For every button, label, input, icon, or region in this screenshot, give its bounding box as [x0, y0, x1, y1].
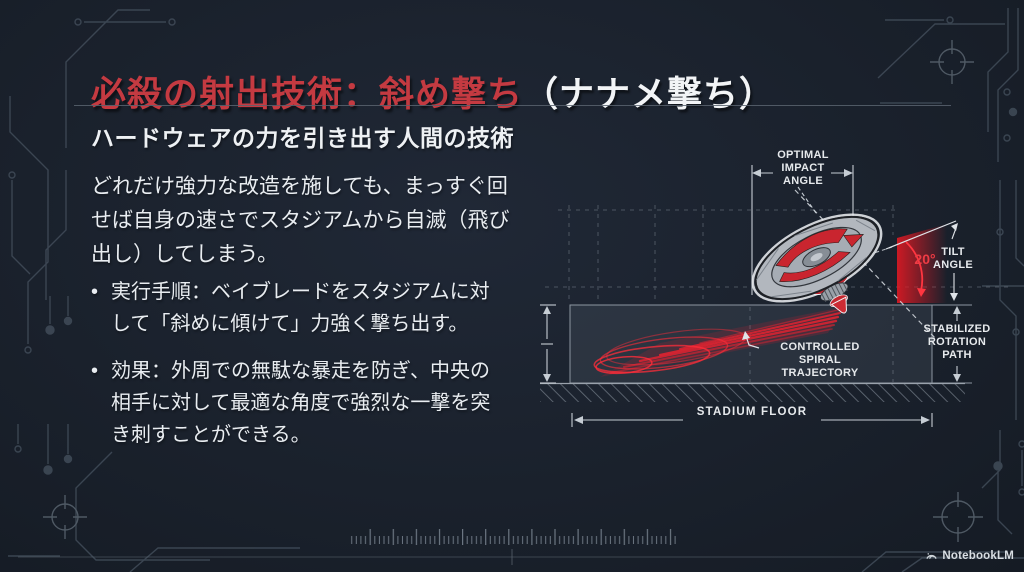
circuit-trace-top-left [8, 9, 176, 354]
dimension-box-height-left [540, 304, 556, 384]
label-stadium-floor: STADIUM FLOOR [696, 406, 808, 418]
label-tilt-value: 20° [914, 251, 936, 267]
crosshair-icon-bottom-left [43, 495, 87, 539]
bullet-item: • 実行手順：ベイブレードをスタジアムに対して「斜めに傾けて」力強く撃ち出す。 [91, 276, 531, 340]
label-optimal-impact-angle: OPTIMAL IMPACT ANGLE [777, 149, 829, 187]
diagram-artwork [540, 165, 1010, 427]
crosshair-icon-bottom-right [933, 492, 983, 542]
notebooklm-label: NotebookLM [942, 549, 1014, 562]
title-main: 必殺の射出技術：斜め撃ち [91, 75, 524, 115]
body-paragraph: どれだけ強力な改造を施しても、まっすぐ回せば自身の速さでスタジアムから自滅（飛び… [91, 175, 510, 266]
notebooklm-brand: NotebookLM [925, 549, 1014, 562]
bullet-list: • 実行手順：ベイブレードをスタジアムに対して「斜めに傾けて」力強く撃ち出す。 … [91, 276, 531, 466]
page-title: 必殺の射出技術：斜め撃ち（ナナメ撃ち） [91, 73, 991, 117]
label-tilt-angle: TILT ANGLE [933, 246, 973, 271]
tilt-wedge [897, 224, 947, 303]
beyblade-diagram: OPTIMAL IMPACT ANGLE TILT ANGLE 20° CONT… [540, 135, 1024, 470]
ground-hatch [540, 382, 965, 402]
dimension-stadium-floor [571, 413, 933, 427]
tilt-angle-callouts [885, 220, 958, 301]
crosshair-icon-top-right [930, 40, 974, 84]
spiral-callout-arrow [742, 331, 760, 349]
stadium-box [569, 304, 933, 384]
bullet-dot: • [91, 281, 99, 303]
dimension-impact-angle [751, 165, 854, 295]
label-controlled-spiral: CONTROLLED SPIRAL TRAJECTORY [780, 341, 860, 379]
beyblade-illustration [751, 213, 883, 314]
title-divider [74, 105, 951, 106]
spiral-trajectory [593, 307, 843, 377]
circuit-trace-top-right [877, 8, 1019, 162]
subtitle: ハードウェアの力を引き出す人間の技術 [91, 125, 514, 151]
bullet-text: 効果：外周での無駄な暴走を防ぎ、中央の相手に対して最適な角度で強烈な一撃を突き刺… [111, 360, 491, 446]
title-sub: （ナナメ撃ち） [523, 75, 776, 115]
bullet-item: • 効果：外周での無駄な暴走を防ぎ、中央の相手に対して最適な角度で強烈な一撃を突… [91, 355, 531, 451]
notebooklm-icon [926, 553, 937, 559]
dimension-rotation-path [953, 306, 961, 382]
bullet-text: 実行手順：ベイブレードをスタジアムに対して「斜めに傾けて」力強く撃ち出す。 [111, 281, 490, 335]
label-stabilized-rotation: STABILIZED ROTATION PATH [923, 323, 991, 361]
bullet-dot: • [91, 360, 99, 382]
circuit-trace-bottom-right [861, 440, 1024, 572]
bottom-baseline [18, 549, 1005, 565]
circuit-trace-bottom-left [8, 424, 300, 572]
ruler-scale [348, 529, 676, 545]
